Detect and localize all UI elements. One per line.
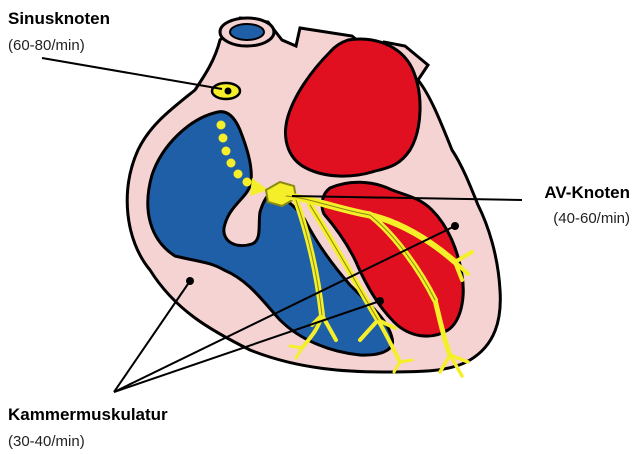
label-sinus-rate: (60-80/min) bbox=[8, 37, 85, 54]
vena-cava-lumen bbox=[230, 24, 264, 40]
pointer-kammer-1 bbox=[114, 281, 190, 392]
pointer-sinus bbox=[42, 58, 222, 89]
label-kammer-rate: (30-40/min) bbox=[8, 433, 85, 450]
sinus-node-dot bbox=[225, 88, 232, 95]
label-sinus-title: Sinusknoten bbox=[8, 9, 110, 28]
label-av-title: AV-Knoten bbox=[544, 183, 630, 202]
label-kammer-title: Kammermuskulatur bbox=[8, 405, 168, 424]
label-av-rate: (40-60/min) bbox=[553, 210, 630, 227]
